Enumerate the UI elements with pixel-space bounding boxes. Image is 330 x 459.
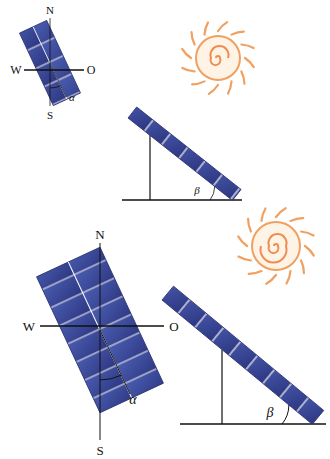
sun-ray [241,45,253,49]
sun-ray [276,208,286,217]
sun-ray [182,49,191,58]
compass-east: O [169,320,178,333]
sun-ray [305,246,314,256]
sun-ray [192,81,204,84]
compass-west: W [10,64,21,76]
sun-ray [245,58,254,67]
compass-north: N [95,228,104,241]
east-west-axis [24,69,84,70]
sun-ray [241,72,244,84]
sun-ray [218,22,227,31]
tilt-angle: β [194,185,199,196]
panel-axis [100,330,130,394]
support-post [221,350,222,424]
solar-panel-side [162,286,324,424]
sun-ray [301,261,304,274]
sun-icon [238,208,314,284]
sun-ray [192,32,195,44]
azimuth-angle: α [129,393,136,407]
panel-axis [50,63,66,97]
azimuth-angle: α [69,92,75,103]
sun-ray [266,275,276,284]
sun-ray [238,236,247,246]
sun-ray [238,257,250,261]
sun-ray [262,208,266,220]
sun-ray [291,218,304,221]
sun-ray [182,68,194,72]
compass-south: S [47,110,53,121]
ground-line [180,423,326,424]
tilt-arc [282,405,289,424]
compass-north: N [46,5,54,16]
ground-line [122,199,242,200]
tilt-angle: β [267,406,274,420]
sun-ray [228,81,232,93]
sun-ray [249,271,262,274]
sun-icon [182,22,254,94]
sun-ray [287,271,291,283]
east-west-axis [40,325,164,326]
compass-east: O [87,64,96,76]
compass-south: S [96,444,103,457]
solar-panel-side [128,107,241,200]
sun-ray [209,85,218,94]
sun-ray [301,232,313,236]
sun-ray [248,219,251,232]
support-post [149,135,150,200]
sun-ray [232,32,244,35]
tilt-arc [210,187,215,201]
azimuth-arc [50,86,61,88]
azimuth-arc [100,375,121,380]
north-south-axis [50,18,51,106]
north-south-axis [100,243,101,440]
sun-ray [205,22,209,34]
compass-west: W [23,320,35,333]
